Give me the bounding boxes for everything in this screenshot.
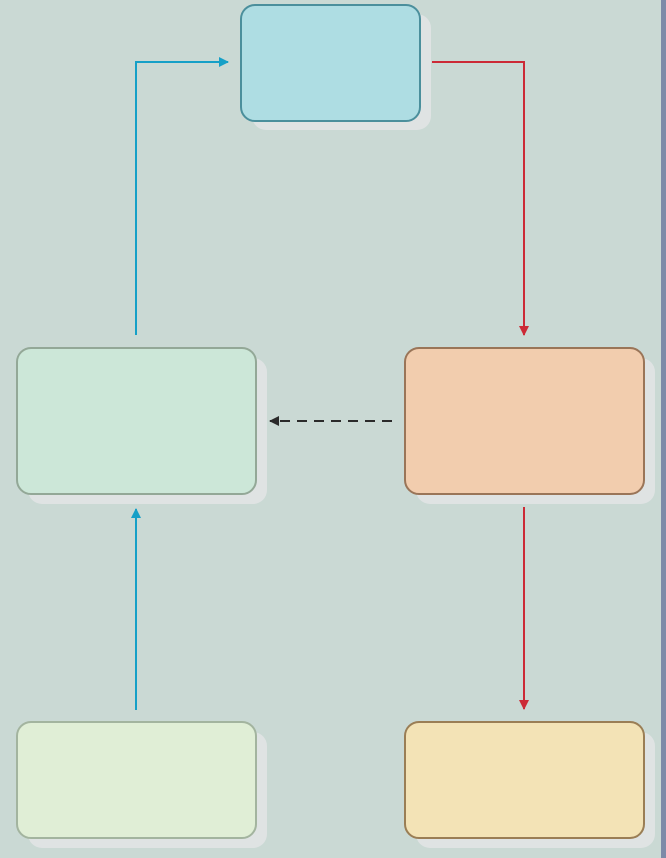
middle-left-node xyxy=(16,347,257,495)
edges xyxy=(131,57,529,710)
edge-middle-left-to-top xyxy=(135,57,229,335)
middle-right-node xyxy=(404,347,645,495)
top-node xyxy=(240,4,421,122)
bottom-right-node xyxy=(404,721,645,839)
bottom-left-node xyxy=(16,721,257,839)
right-edge-strip xyxy=(661,0,666,858)
nodes xyxy=(16,4,645,839)
edge-top-to-middle-right xyxy=(432,61,529,336)
